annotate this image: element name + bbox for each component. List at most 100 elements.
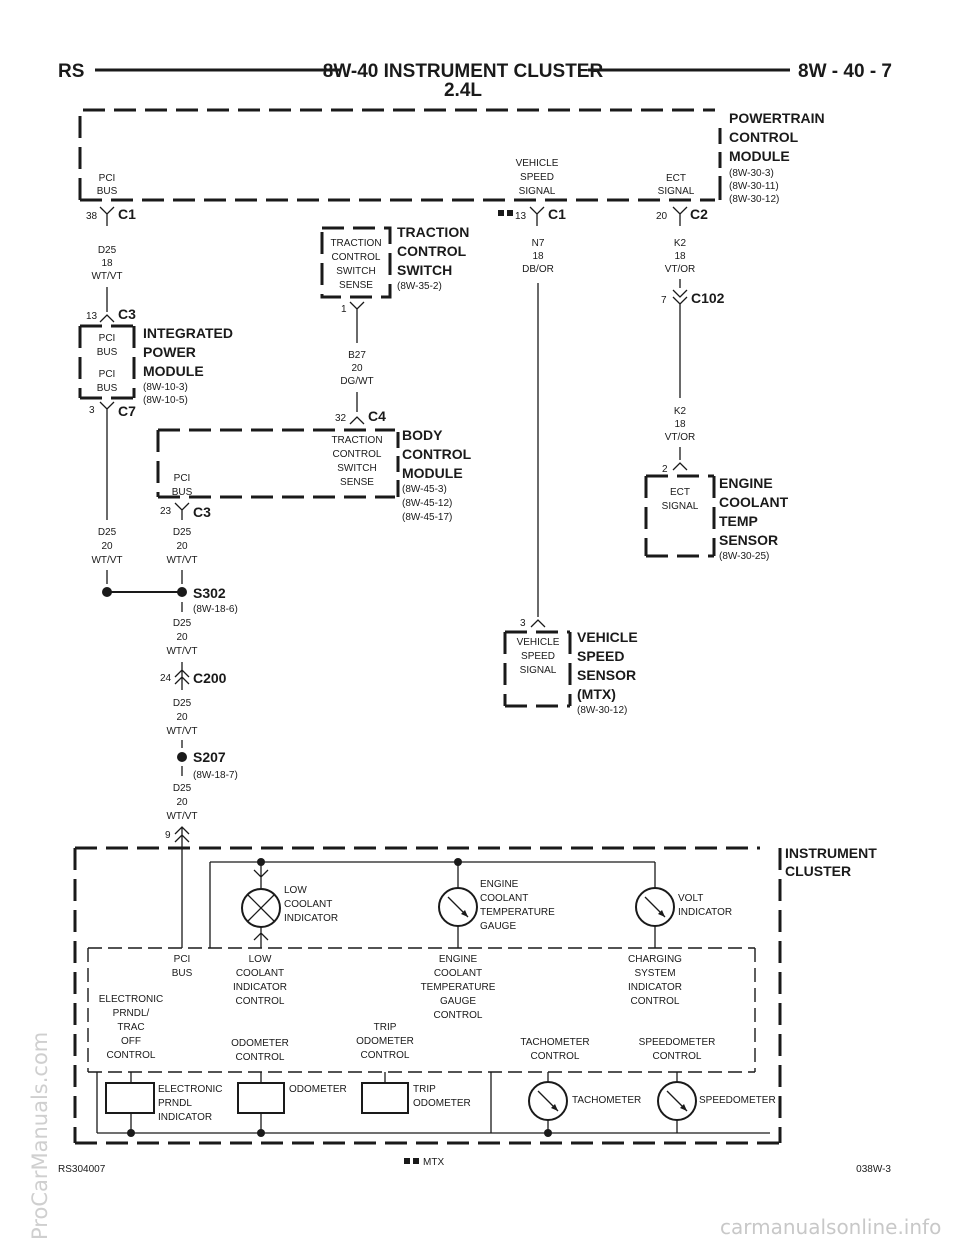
prndl-ind-2: PRNDL [158, 1098, 192, 1109]
prndl-ctrl-5: CONTROL [107, 1050, 156, 1061]
vss-inner-1: VEHICLE [517, 637, 560, 648]
tach-needle-tip [551, 1104, 558, 1111]
wire-k2-lower: K2 18 VT/OR [665, 406, 695, 460]
connector-c102: 7 C102 [661, 289, 725, 398]
wire-gauge: 20 [176, 632, 188, 643]
traction-control-switch: TRACTION CONTROL SWITCH SENSE TRACTION C… [320, 224, 469, 343]
pcm-ect-label-1: ECT [666, 173, 686, 184]
ect-gauge-3: TEMPERATURE [480, 907, 555, 918]
terminal-symbol [174, 502, 190, 520]
tcs-terminal [349, 301, 365, 343]
watermark-side: ProCarManuals.com [28, 1032, 52, 1240]
pcm-connector-c2-ect: 20 C2 [656, 206, 708, 226]
connector-name: C3 [193, 504, 211, 520]
wire-color: VT/OR [665, 264, 696, 275]
pci-1: PCI [174, 954, 191, 965]
ipm-pci1-1: PCI [99, 333, 116, 344]
trip-odometer-icon [361, 1082, 409, 1114]
low-coolant-ctrl-1: LOW [249, 954, 272, 965]
vss-inner-3: SIGNAL [520, 665, 557, 676]
vss-title-3: SENSOR [577, 667, 636, 683]
volt-gauge: VOLT INDICATOR [635, 887, 732, 948]
terminal-symbol [174, 826, 190, 948]
footer-legend: MTX [423, 1157, 444, 1168]
wire-gauge: 20 [176, 712, 188, 723]
body-control-module: 32 C4 TRACTION CONTROL SWITCH SENSE PCI … [156, 408, 472, 523]
pcm-ref-1: (8W-30-3) [729, 168, 774, 179]
wire-code: D25 [173, 783, 192, 794]
vehicle-speed-sensor: 3 VEHICLE SPEED SIGNAL VEHICLE SPEED SEN… [503, 618, 638, 716]
lamp-cross-2 [247, 894, 275, 922]
connector-name: C1 [118, 206, 136, 222]
tach-ctrl-1: TACHOMETER [520, 1037, 589, 1048]
needle-tip [658, 910, 665, 917]
prndl-ctrl-3: TRAC [117, 1022, 144, 1033]
mtx-marker-square-1 [498, 210, 504, 216]
splice-s207: S207 (8W-18-7) [177, 749, 238, 781]
cluster-border [73, 846, 782, 1145]
connector-name: C102 [691, 290, 725, 306]
ect-title-1: ENGINE [719, 475, 773, 491]
splice-dot-right [177, 587, 187, 597]
ipm-title-3: MODULE [143, 363, 204, 379]
charging-ctrl-1: CHARGING [628, 954, 682, 965]
terminal-symbol [99, 314, 115, 323]
tcs-pin: 1 [341, 304, 347, 315]
splice-ref: (8W-18-6) [193, 604, 238, 615]
charging-ctrl-4: CONTROL [631, 996, 680, 1007]
terminal-symbol [99, 206, 115, 226]
tcs-title-1: TRACTION [397, 224, 469, 240]
prndl-indicator-icon [105, 1082, 155, 1114]
bcm-pci-2: BUS [172, 487, 193, 498]
wire-code: B27 [348, 350, 366, 361]
junction-dot-4 [257, 1129, 265, 1137]
tcs-title-3: SWITCH [397, 262, 452, 278]
pcm-connector-c1-vss: 13 C1 [498, 206, 566, 226]
bcm-ref-2: (8W-45-12) [402, 498, 452, 509]
junction-dot-3 [127, 1129, 135, 1137]
wire-code: D25 [98, 527, 117, 538]
wire-gauge: 20 [101, 541, 113, 552]
terminal-symbol [99, 401, 115, 520]
header-page-number: 8W - 40 - 7 [798, 61, 892, 82]
wire-color: WT/VT [166, 555, 197, 566]
tcs-title-2: CONTROL [397, 243, 467, 259]
pin-number: 38 [86, 211, 98, 222]
splice-s302: S302 (8W-18-6) [102, 585, 238, 615]
terminal-symbol [672, 289, 688, 398]
wire-gauge: 18 [101, 258, 113, 269]
wire-code: D25 [98, 245, 117, 256]
wire-code: K2 [674, 406, 687, 417]
header-left: RS [58, 61, 84, 82]
ect-ctrl-3: TEMPERATURE [421, 982, 496, 993]
wire-gauge: 18 [674, 251, 686, 262]
pcm-vss-label-2: SPEED [520, 172, 554, 183]
wire-color: WT/VT [91, 271, 122, 282]
low-coolant-3: INDICATOR [284, 913, 338, 924]
ipm-pci2-2: BUS [97, 383, 118, 394]
wire-color: WT/VT [166, 811, 197, 822]
ect-ctrl-2: COOLANT [434, 968, 482, 979]
splice-ref: (8W-18-7) [193, 770, 238, 781]
prndl-ctrl-1: ELECTRONIC [99, 994, 163, 1005]
ect-inner-1: ECT [670, 487, 690, 498]
trip-odo-1: TRIP [413, 1084, 436, 1095]
wire-n7: N7 18 DB/OR [522, 238, 554, 617]
wire-d25-20-c200-s207: D25 20 WT/VT [166, 698, 198, 748]
wire-d25-20-s207-cluster: D25 20 WT/VT [166, 783, 197, 822]
engine-coolant-temp-sensor: 2 ECT SIGNAL ENGINE COOLANT TEMP SENSOR … [644, 462, 789, 562]
splice-name: S207 [193, 749, 226, 765]
page-header: RS 8W-40 INSTRUMENT CLUSTER 8W - 40 - 7 … [58, 61, 892, 101]
vss-title-2: SPEED [577, 648, 624, 664]
tcs-ref: (8W-35-2) [397, 281, 442, 292]
odometer-label: ODOMETER [289, 1084, 347, 1095]
terminal-symbol [672, 462, 688, 471]
ipm-title-1: INTEGRATED [143, 325, 233, 341]
connector-name: C3 [118, 306, 136, 322]
ect-gauge-4: GAUGE [480, 921, 516, 932]
tcs-border [320, 226, 392, 299]
cluster-title-2: CLUSTER [785, 863, 851, 879]
vss-inner-2: SPEED [521, 651, 555, 662]
wire-gauge: 18 [532, 251, 544, 262]
tcs-inner-3: SWITCH [336, 266, 375, 277]
